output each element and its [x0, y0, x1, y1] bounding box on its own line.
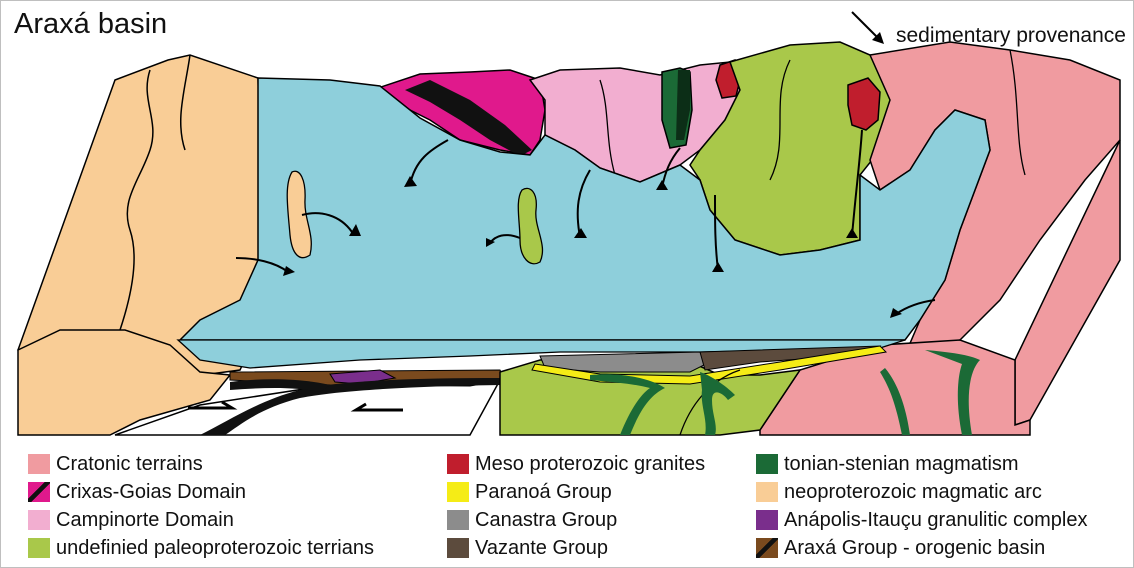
legend-swatch [447, 510, 469, 530]
legend-label: Vazante Group [475, 536, 608, 560]
legend-label: Cratonic terrains [56, 452, 203, 476]
legend-swatch [756, 482, 778, 502]
legend-swatch-striped [28, 482, 50, 502]
legend-swatch [28, 510, 50, 530]
legend-label: Paranoá Group [475, 480, 612, 504]
legend-swatch-striped [756, 538, 778, 558]
legend-label: neoproterozoic magmatic arc [784, 480, 1042, 504]
legend-label: Anápolis-Itauçu granulitic complex [784, 508, 1088, 532]
legend-label: Meso proterozoic granites [475, 452, 705, 476]
legend-swatch [447, 482, 469, 502]
legend-swatch [447, 454, 469, 474]
legend-label: Campinorte Domain [56, 508, 234, 532]
legend-label: tonian-stenian magmatism [784, 452, 1019, 476]
legend-label: Crixas-Goias Domain [56, 480, 246, 504]
legend-label: Canastra Group [475, 508, 617, 532]
legend-swatch [756, 454, 778, 474]
legend-label: Araxá Group - orogenic basin [784, 536, 1045, 560]
legend-swatch [28, 538, 50, 558]
legend-label: undefinied paleoproterozoic terrians [56, 536, 374, 560]
legend-swatch [756, 510, 778, 530]
legend-swatch [447, 538, 469, 558]
legend-swatch [28, 454, 50, 474]
